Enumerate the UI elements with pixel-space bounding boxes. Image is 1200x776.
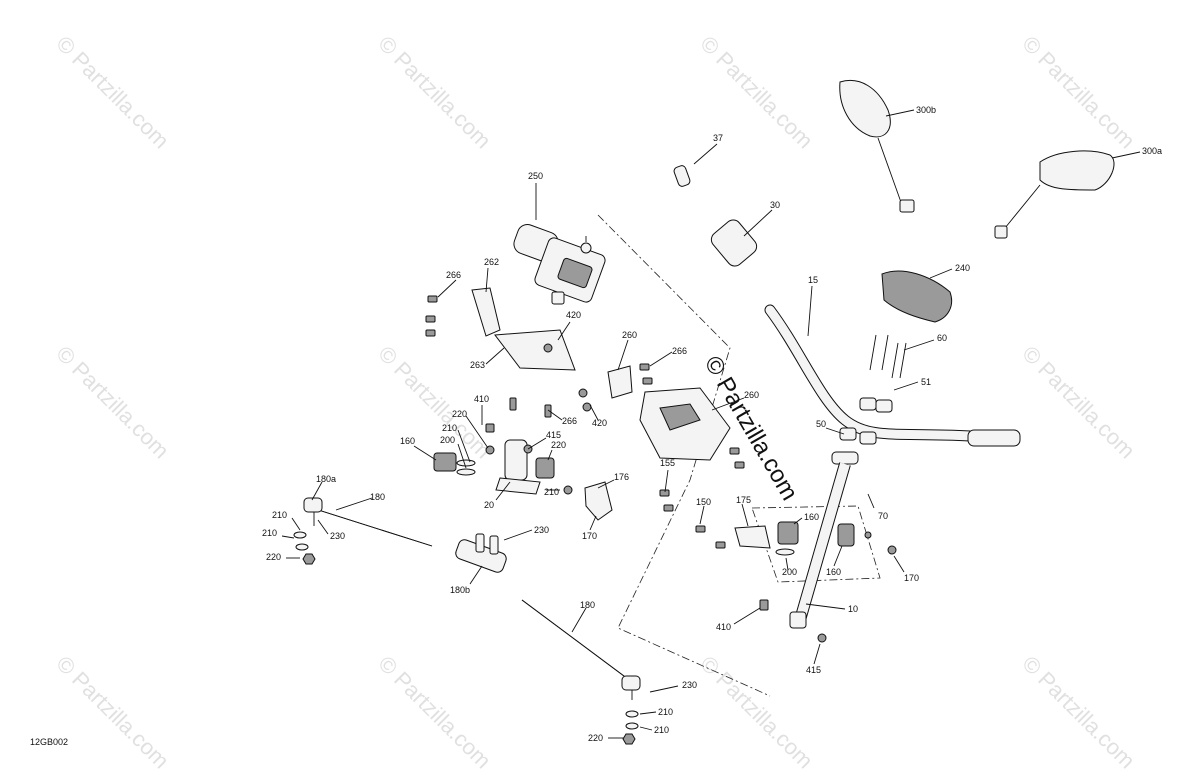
dashed-boundary [597, 214, 771, 697]
callout-415: 415 [806, 665, 821, 675]
callout-263: 263 [470, 360, 485, 370]
dashed-groups [597, 214, 881, 697]
diagram-code: 12GB002 [30, 737, 68, 747]
callout-210: 210 [658, 707, 673, 717]
callout-labels: 250 262 266 420 263 260 266 266 420 260 … [262, 105, 1162, 743]
callout-300b: 300b [916, 105, 936, 115]
callout-220: 220 [588, 733, 603, 743]
callout-10: 10 [848, 604, 858, 614]
callout-260: 260 [622, 330, 637, 340]
handlebar [673, 165, 1021, 447]
watermark-grid: © Partzilla.com © Partzilla.com © Partzi… [51, 31, 1140, 774]
callout-160: 160 [826, 567, 841, 577]
callout-220: 220 [551, 440, 566, 450]
callout-260: 260 [744, 390, 759, 400]
callout-200: 200 [440, 435, 455, 445]
bolts-left [425, 295, 552, 418]
watermark: © Partzilla.com [1017, 341, 1140, 464]
callout-180: 180 [580, 600, 595, 610]
callout-230: 230 [330, 531, 345, 541]
callout-410: 410 [716, 622, 731, 632]
callout-210: 210 [654, 725, 669, 735]
callout-266: 266 [672, 346, 687, 356]
watermark: © Partzilla.com [1017, 651, 1140, 774]
callout-180: 180 [370, 492, 385, 502]
watermark: © Partzilla.com [51, 31, 174, 154]
callout-180a: 180a [316, 474, 336, 484]
callout-176: 176 [614, 472, 629, 482]
callout-170: 170 [904, 573, 919, 583]
callout-410: 410 [474, 394, 489, 404]
watermark: © Partzilla.com [695, 651, 818, 774]
callout-150: 150 [696, 497, 711, 507]
callout-70: 70 [878, 511, 888, 521]
callout-266: 266 [446, 270, 461, 280]
watermark: © Partzilla.com [51, 341, 174, 464]
callout-220: 220 [266, 552, 281, 562]
callout-20: 20 [484, 500, 494, 510]
mirror-left [839, 80, 915, 213]
power-steering-unit [513, 224, 606, 305]
tie-rods [303, 497, 641, 700]
callout-180b: 180b [450, 585, 470, 595]
callout-15: 15 [808, 275, 818, 285]
washers-nuts [293, 531, 639, 745]
callout-200: 200 [782, 567, 797, 577]
watermark: © Partzilla.com [51, 651, 174, 774]
callout-60: 60 [937, 333, 947, 343]
callout-220: 220 [452, 409, 467, 419]
callout-415: 415 [546, 430, 561, 440]
callout-262: 262 [484, 257, 499, 267]
watermark: © Partzilla.com [373, 31, 496, 154]
dashed-bushing-group [751, 505, 881, 583]
handlebar-clamp [839, 334, 907, 445]
callout-37: 37 [713, 133, 723, 143]
callout-51: 51 [921, 377, 931, 387]
callout-170: 170 [582, 531, 597, 541]
watermark: © Partzilla.com [373, 651, 496, 774]
callout-210: 210 [272, 510, 287, 520]
mounting-bracket [471, 287, 576, 371]
callout-420: 420 [592, 418, 607, 428]
steering-column [695, 451, 897, 643]
watermark: © Partzilla.com [1017, 31, 1140, 154]
callout-175: 175 [736, 495, 751, 505]
callout-155: 155 [660, 458, 675, 468]
callout-210: 210 [544, 487, 559, 497]
support-brackets [578, 363, 745, 469]
callout-300a: 300a [1142, 146, 1162, 156]
callout-240: 240 [955, 263, 970, 273]
callout-50: 50 [816, 419, 826, 429]
bracket-176 [584, 481, 674, 521]
callout-210: 210 [262, 528, 277, 538]
handlebar-cover [881, 270, 953, 323]
callout-160: 160 [400, 436, 415, 446]
callout-160: 160 [804, 512, 819, 522]
pitman-arm-assembly [433, 423, 573, 495]
leader-lines [281, 109, 1141, 739]
callout-210: 210 [442, 423, 457, 433]
callout-30: 30 [770, 200, 780, 210]
callout-230: 230 [534, 525, 549, 535]
callout-420: 420 [566, 310, 581, 320]
callout-266: 266 [562, 416, 577, 426]
callout-230: 230 [682, 680, 697, 690]
callout-250: 250 [528, 171, 543, 181]
mirror-right [994, 150, 1115, 239]
